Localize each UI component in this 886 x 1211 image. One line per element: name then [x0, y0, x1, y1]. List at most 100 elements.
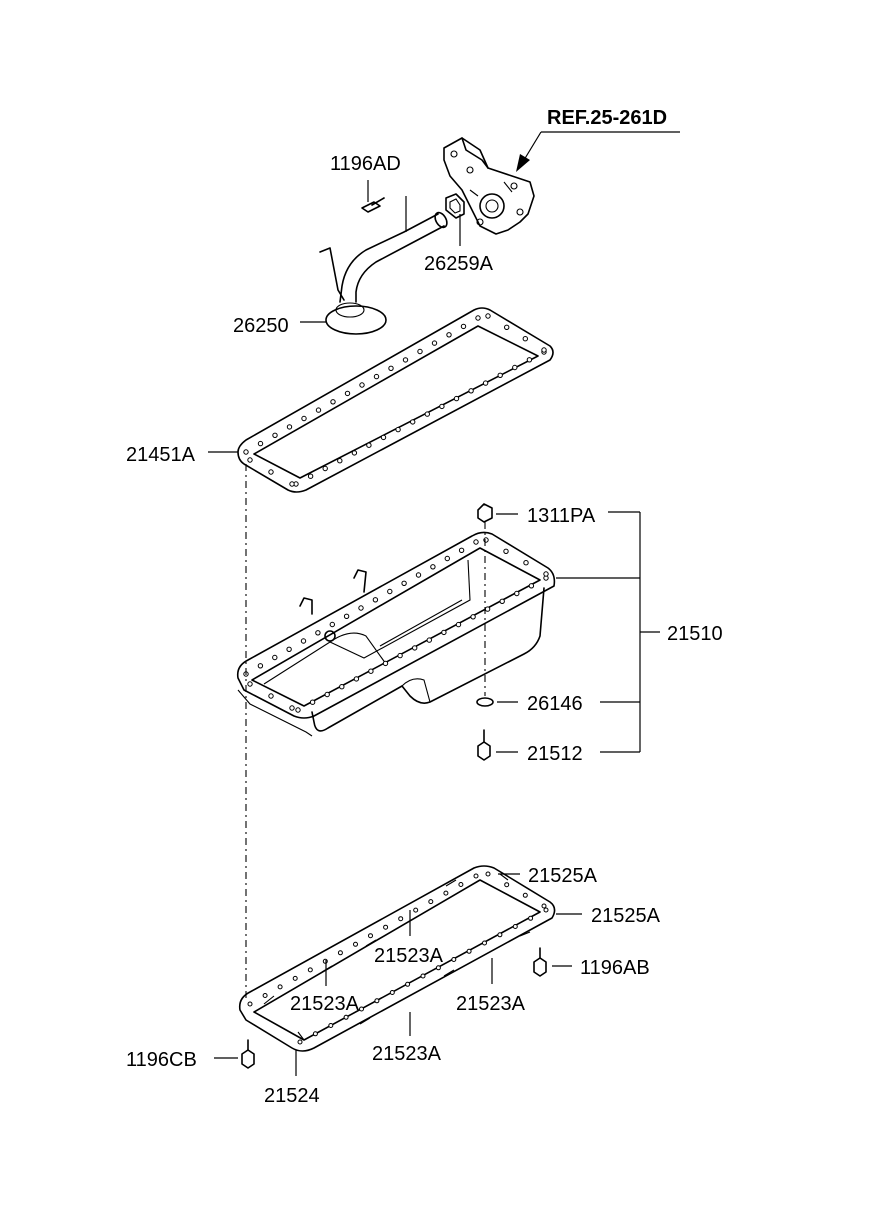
- bolt-hole: [366, 442, 372, 448]
- bolt-hole: [424, 411, 430, 417]
- bolt-hole: [286, 424, 293, 430]
- bolt-hole: [312, 1031, 318, 1037]
- callout-21512: 21512: [527, 743, 583, 765]
- bolt-hole: [473, 873, 479, 879]
- bolt-hole: [473, 539, 479, 545]
- bolt-hole: [277, 984, 283, 990]
- bolt-hole: [503, 548, 509, 554]
- bolt-hole: [330, 399, 336, 405]
- bolt-hole: [388, 365, 394, 371]
- bolt-hole: [458, 547, 465, 553]
- bolt-hole: [344, 390, 351, 397]
- bolt-hole: [401, 580, 407, 586]
- bolt-hole: [415, 572, 422, 578]
- bolt-hole: [444, 555, 450, 562]
- bolt-hole: [484, 606, 491, 612]
- callout-21525A-right: 21525A: [591, 905, 661, 927]
- bolt-hole: [389, 990, 395, 995]
- bolt-hole: [482, 380, 489, 386]
- bolt-hole: [417, 348, 423, 355]
- callout-26146: 26146: [527, 693, 583, 715]
- bolt-hole: [446, 332, 452, 338]
- bolt-hole: [475, 315, 481, 321]
- bolt-hole: [499, 598, 505, 604]
- callout-21524: 21524: [264, 1085, 320, 1107]
- bolt-hole: [337, 458, 343, 464]
- bolt-1196AD: 1196AD: [330, 153, 407, 232]
- bolt-hole: [528, 915, 534, 921]
- pump-gasket: 26259A: [424, 193, 494, 275]
- bolt-hole: [307, 967, 313, 973]
- bolt-hole: [470, 614, 476, 620]
- bolt-hole: [402, 357, 409, 363]
- oil-pan-bolt-holes: [243, 537, 549, 713]
- arrow-head-icon: [516, 154, 530, 172]
- bolt-hole: [485, 871, 491, 877]
- bolt-hole: [328, 1023, 334, 1028]
- upper-gasket: 21451A: [126, 307, 554, 493]
- bolt-hole: [512, 364, 518, 371]
- bolt-hole: [374, 998, 380, 1004]
- bolt-hole: [324, 691, 330, 698]
- callout-1311PA: 1311PA: [527, 505, 596, 527]
- bolt-hole: [337, 950, 343, 956]
- bolt-hole: [351, 450, 358, 456]
- bolt-hole: [410, 419, 416, 425]
- bolt-hole: [372, 597, 379, 603]
- bolt-hole: [297, 1039, 303, 1045]
- bolt-hole: [497, 932, 503, 938]
- bolt-hole: [431, 340, 438, 346]
- bolt-hole: [307, 473, 314, 479]
- bolt-hole: [439, 403, 445, 410]
- bolt-hole: [512, 924, 518, 929]
- bolt-hole: [522, 892, 528, 898]
- bolt-hole: [268, 693, 274, 699]
- bolt-hole: [412, 645, 418, 651]
- bolt-hole: [514, 590, 520, 597]
- bolt-hole: [329, 621, 335, 628]
- bolt-hole: [359, 382, 365, 388]
- bolt-hole: [247, 457, 253, 463]
- bolt-hole: [343, 613, 350, 619]
- bolt-hole: [443, 890, 449, 896]
- lower-gasket-set: 21525A 21525A 21523A 21523A 21523A 21523…: [238, 865, 661, 1107]
- bolt-hole: [460, 323, 467, 330]
- bolt-hole: [485, 313, 491, 319]
- bolt-hole: [504, 324, 510, 330]
- reference-callout: REF.25-261D: [516, 107, 680, 172]
- callout-21523A-left: 21523A: [290, 993, 360, 1015]
- bolt-hole: [289, 481, 295, 487]
- bolt-hole: [397, 652, 403, 659]
- callout-21523A-right: 21523A: [456, 993, 526, 1015]
- bolt-1196AB: 1196AB: [533, 947, 650, 979]
- callout-21451A: 21451A: [126, 444, 196, 466]
- bolt-hole: [295, 707, 301, 713]
- callout-26250: 26250: [233, 315, 289, 337]
- callout-1196CB: 1196CB: [126, 1049, 197, 1071]
- bolt-hole: [353, 676, 360, 682]
- bolt-hole: [382, 660, 389, 667]
- bolt-hole: [387, 588, 393, 595]
- bolt-hole: [373, 373, 380, 380]
- bolt-hole: [466, 948, 472, 954]
- bolt-hole: [247, 1001, 253, 1007]
- bolt-hole: [272, 432, 278, 438]
- bolt-hole: [497, 372, 503, 378]
- callout-26259A: 26259A: [424, 253, 494, 275]
- bolt-hole: [543, 907, 549, 913]
- bolt-hole: [257, 663, 264, 669]
- bolt-hole: [315, 630, 321, 636]
- bolt-hole: [543, 571, 549, 577]
- bolt-hole: [453, 395, 460, 402]
- bolt-hole: [359, 1006, 364, 1012]
- bolt-hole: [272, 654, 278, 661]
- oil-strainer: 26250: [233, 211, 448, 337]
- callout-1196AB: 1196AB: [580, 957, 650, 979]
- bolt-hole: [292, 975, 298, 981]
- drain-plug-group: 1311PA 26146 21512 21510: [476, 503, 723, 765]
- bolt-hole: [309, 699, 316, 705]
- bolt-hole: [455, 621, 462, 628]
- bolt-hole: [322, 465, 328, 472]
- bolt-hole: [413, 907, 419, 913]
- bolt-hole: [301, 415, 307, 422]
